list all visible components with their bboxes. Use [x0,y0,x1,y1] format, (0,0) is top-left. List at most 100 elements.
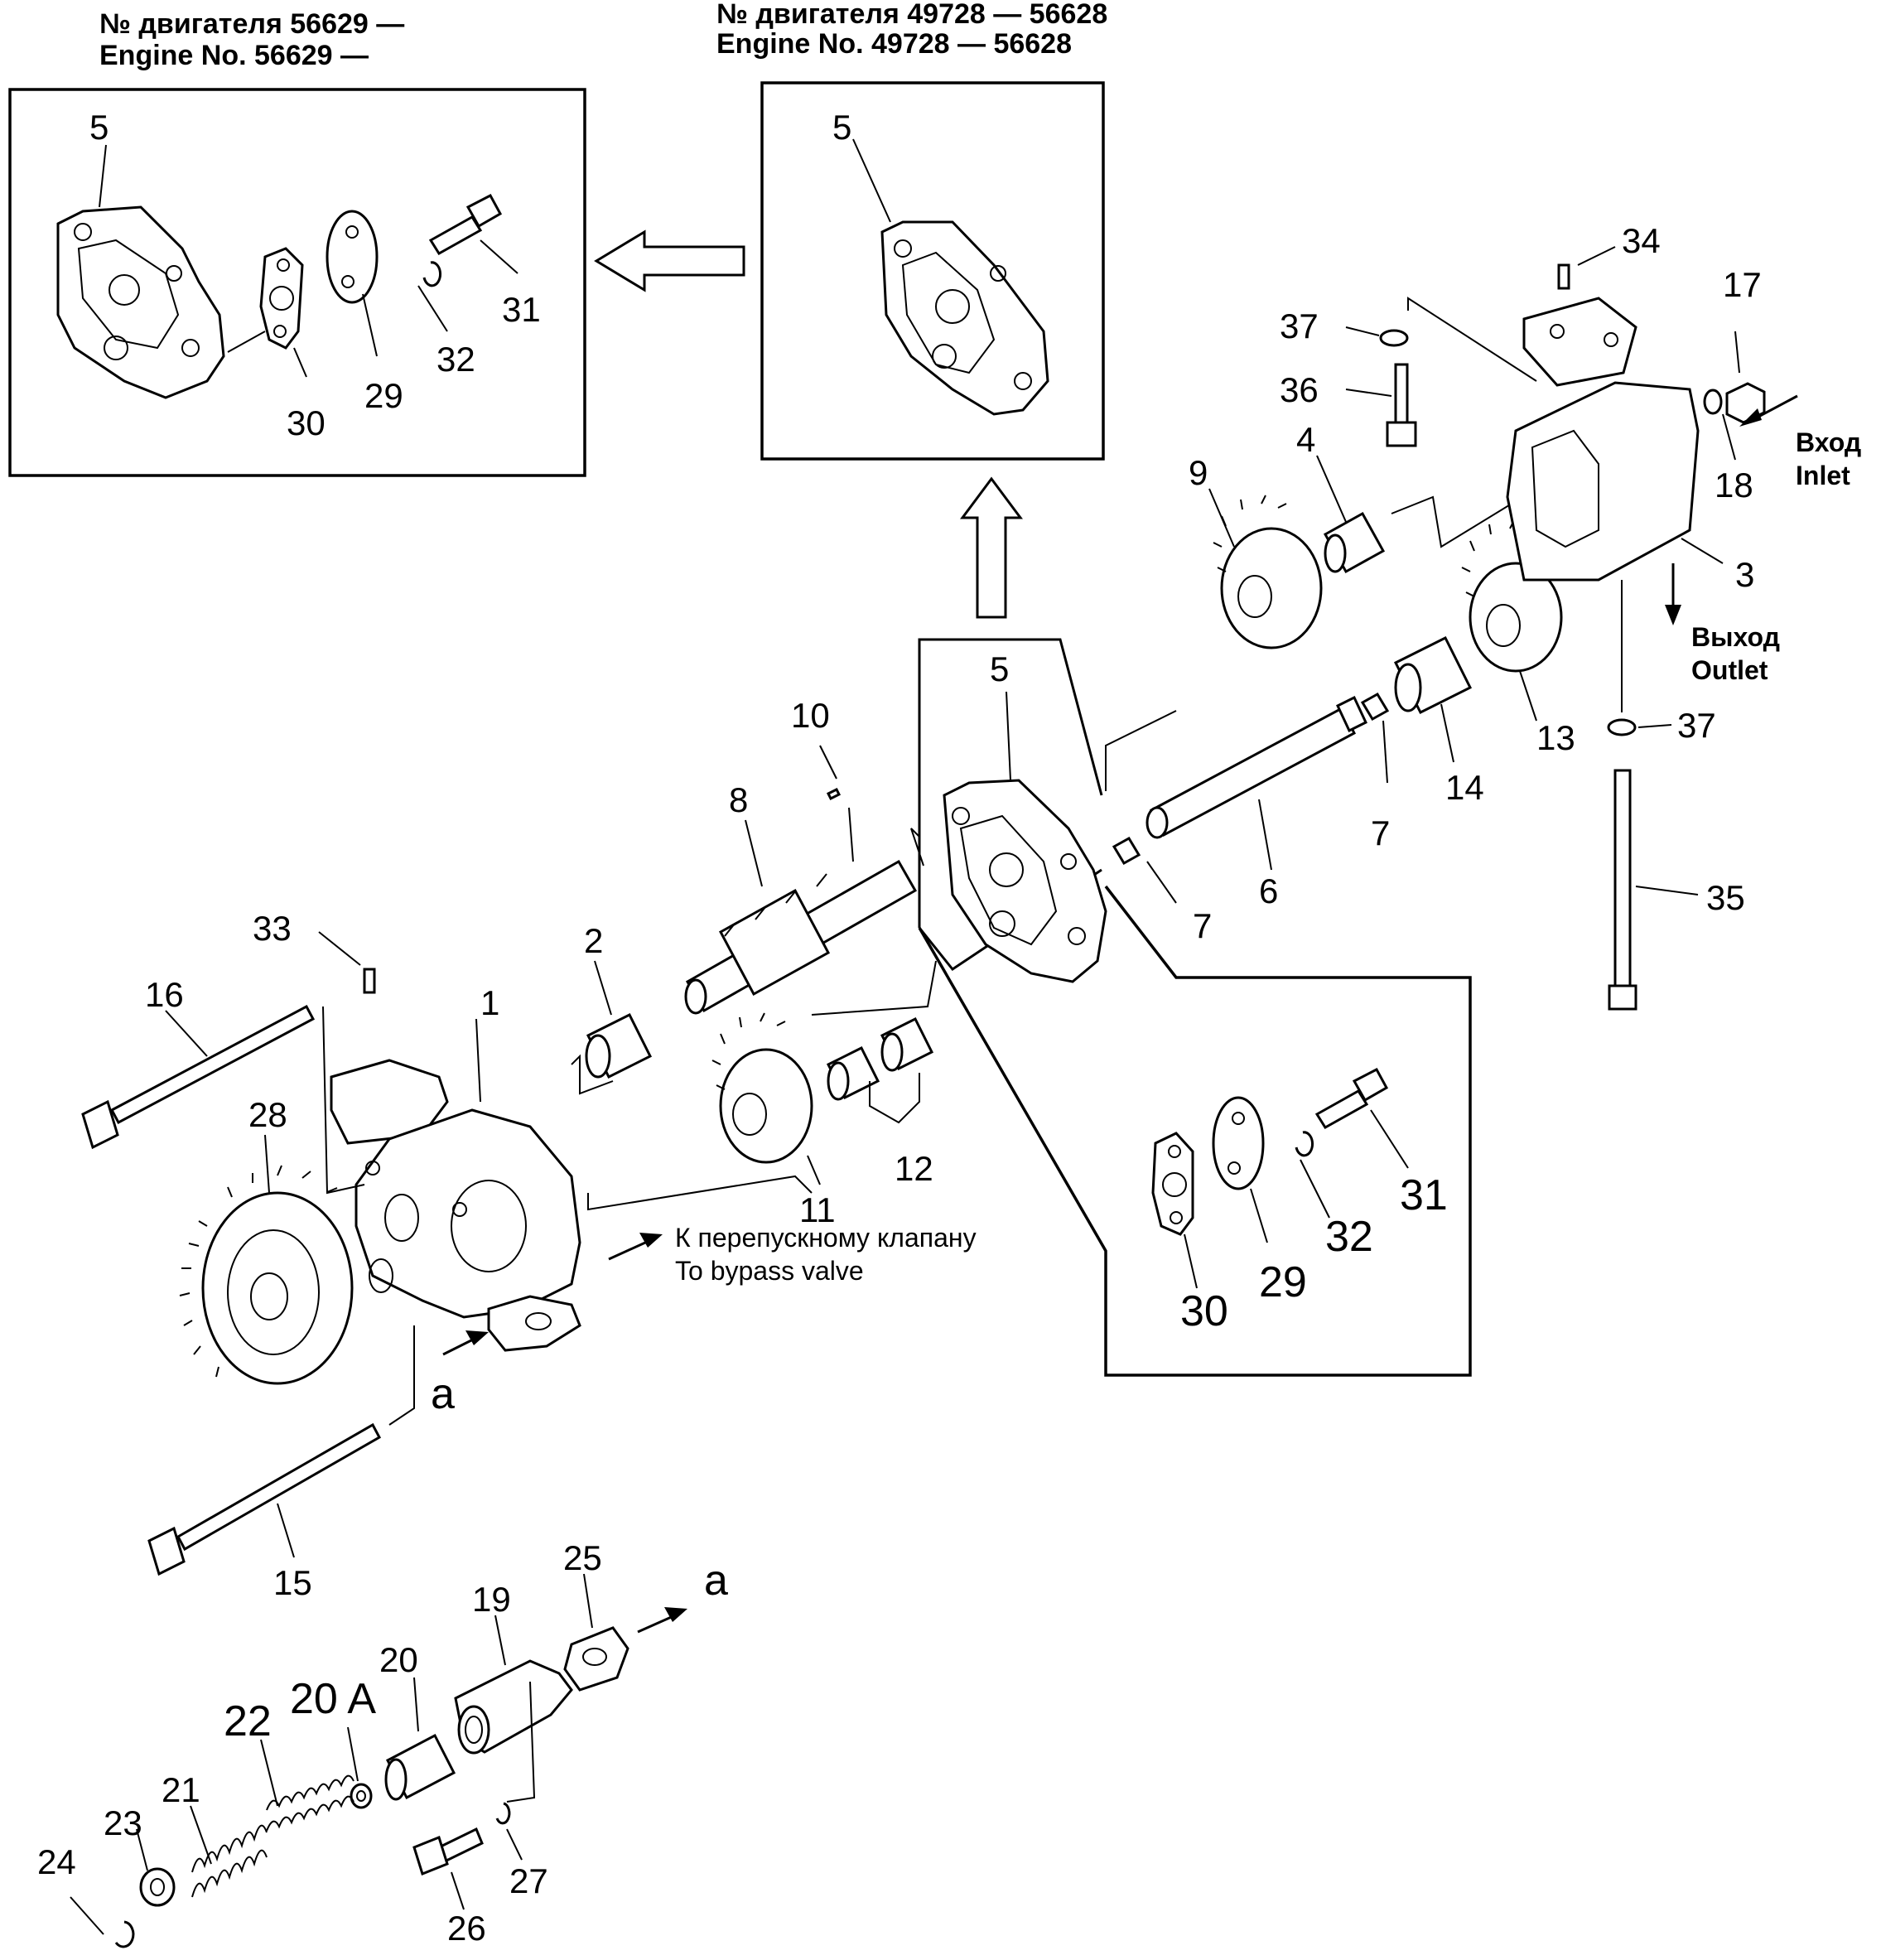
label-28: 28 [248,1095,287,1134]
inset-lower-right: 30 29 32 31 [918,885,1472,1377]
label-25: 25 [563,1538,602,1577]
valve-seat-20a: 20 A [290,1675,376,1809]
plate-29 [1212,1096,1265,1190]
header-center-en: Engine No. 49728 — 56628 [716,28,1072,60]
bolt-26: 26 [412,1827,486,1948]
label-7-left: 7 [1193,906,1212,945]
label-31-left: 31 [502,290,541,329]
idler-shaft-6: 6 [1145,695,1367,910]
cover-plate-5-main: 5 [918,638,1107,983]
washer-18 [1703,389,1723,415]
ref-a-bottom: a [704,1557,728,1605]
drive-shaft-8: 8 10 [684,696,918,1015]
inset-center-frame [760,81,1105,461]
snap-ring-24: 24 [37,1842,135,1948]
bolt-31 [1314,1089,1369,1130]
outlet-en: Outlet [1691,655,1768,685]
bypass-en: To bypass valve [675,1256,864,1286]
inset-center: 5 [760,81,1105,461]
label-10: 10 [791,696,830,735]
label-1: 1 [480,983,499,1022]
key-10 [826,787,842,801]
arrow-to-center-inset [960,476,1023,619]
housing-bracket-3 [1522,297,1637,387]
label-26: 26 [447,1909,486,1948]
label-11: 11 [799,1190,836,1229]
pin-34 [1557,263,1570,290]
label-8: 8 [729,780,748,819]
label-18: 18 [1715,466,1753,504]
washer-37-top [1379,329,1409,347]
label-7-right: 7 [1371,813,1390,852]
bolt-16: 16 [81,975,316,1150]
label-14: 14 [1445,768,1484,807]
bolt-35: 35 [1608,580,1745,1011]
bushing-4: 4 [1296,420,1386,574]
gear-9: 9 [1189,453,1323,649]
label-21: 21 [162,1770,200,1809]
washer-32-left [422,261,442,287]
spring-22: 22 [224,1697,354,1832]
label-19: 19 [472,1580,511,1619]
label-13: 13 [1536,718,1575,757]
label-6: 6 [1259,871,1278,910]
label-30-left: 30 [287,403,326,442]
valve-body-19: 19 [454,1580,573,1755]
label-17: 17 [1723,265,1762,304]
label-37-top: 37 [1280,307,1319,345]
label-12: 12 [895,1149,933,1188]
label-20a: 20 A [290,1675,376,1723]
washer-32 [1295,1131,1314,1157]
label-20: 20 [379,1640,418,1679]
bypass-ru: К перепускному клапану [675,1223,977,1253]
label-34: 34 [1622,221,1661,260]
label-2: 2 [584,921,603,960]
label-29-left: 29 [364,376,403,415]
valve-20: 20 [379,1640,456,1801]
label-5-left: 5 [89,108,109,147]
label-4: 4 [1296,420,1315,459]
inlet-en: Inlet [1796,461,1850,490]
label-3: 3 [1735,555,1754,594]
gear-28: 28 [179,1095,354,1385]
label-16: 16 [145,975,184,1014]
label-15: 15 [273,1563,312,1602]
washer-27: 27 [495,1681,548,1900]
gasket-30 [1151,1132,1194,1236]
label-33: 33 [253,909,292,948]
plug-7-left [1112,836,1141,866]
bolt-31-left [428,193,503,256]
label-31: 31 [1400,1171,1448,1219]
label-30: 30 [1180,1287,1228,1335]
plug-7-right [1360,692,1390,722]
gear-11: 11 [711,1012,836,1229]
label-29: 29 [1259,1258,1307,1306]
label-22: 22 [224,1697,272,1745]
label-32: 32 [1325,1213,1373,1261]
gasket-30-left [259,247,304,350]
spring-21: 21 [162,1770,268,1898]
cover-plate-5-center [880,220,1049,416]
ref-a-top: a [431,1370,455,1418]
label-5-main: 5 [990,649,1009,688]
pump-body-1: 1 [330,983,581,1352]
header-left-en: Engine No. 56629 — [99,40,369,71]
cover-plate-5-left [56,205,225,399]
plate-29-left [326,210,379,304]
header-left-ru: № двигателя 56629 — [99,8,404,40]
washer-23: 23 [104,1803,176,1907]
header-center-ru: № двигателя 49728 — 56628 [716,0,1107,30]
label-32-left: 32 [436,340,475,379]
label-24: 24 [37,1842,76,1881]
bushings-12: 12 [826,1016,934,1188]
gear-13: 13 [1461,519,1575,757]
bolt-36: 36 [1280,363,1417,447]
bushing-14: 14 [1393,635,1484,807]
inset-left: 5 30 29 32 31 [8,88,586,477]
label-5-center: 5 [832,108,851,147]
washer-37-bottom [1607,718,1637,736]
label-37-bottom: 37 [1677,706,1716,745]
label-35: 35 [1706,878,1745,917]
label-27: 27 [509,1861,548,1900]
